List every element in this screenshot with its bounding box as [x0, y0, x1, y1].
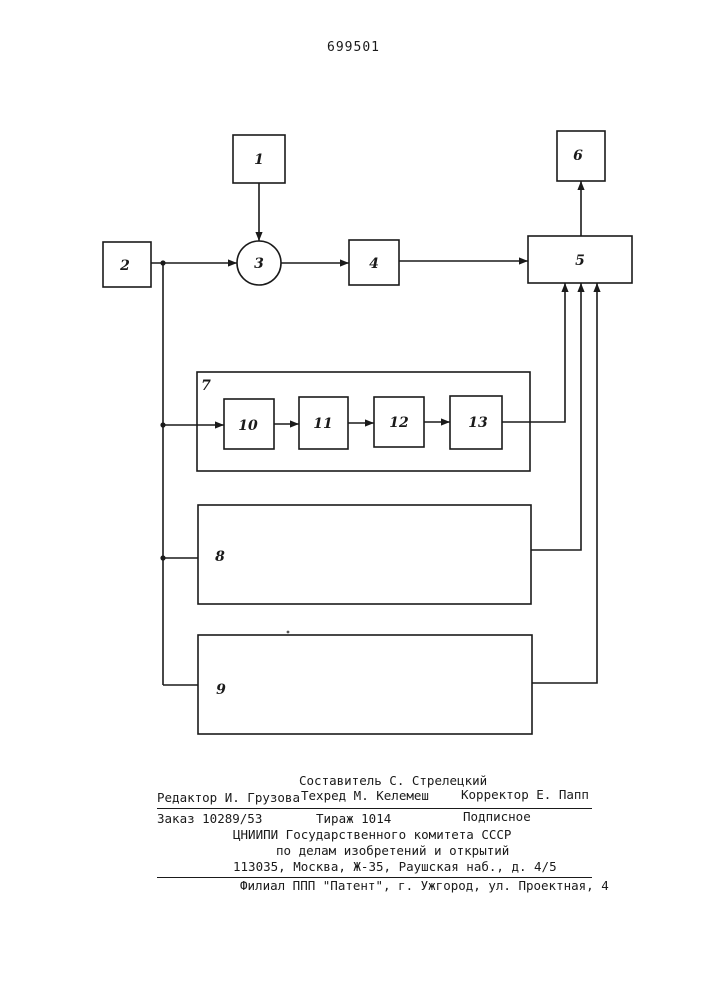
- block-9-label: 9: [216, 682, 226, 698]
- address-line: 113035, Москва, Ж-35, Раушская наб., д. …: [233, 859, 557, 874]
- block-11-label: 11: [313, 416, 332, 432]
- corrector-line: Корректор Е. Папп: [461, 787, 589, 802]
- junction-dot-top: [160, 260, 165, 265]
- compiler-line: Составитель С. Стрелецкий: [299, 773, 487, 788]
- block-8-label: 8: [215, 549, 225, 565]
- circulation-line: Тираж 1014: [316, 811, 391, 826]
- organization-line-2: по делам изобретений и открытий: [276, 843, 509, 858]
- block-9-box: [198, 635, 532, 734]
- editor-line: Редактор И. Грузова: [157, 790, 300, 805]
- arrow-8-to-5: [531, 283, 581, 550]
- organization-line-1: ЦНИИПИ Государственного комитета СССР: [233, 827, 511, 842]
- block-2-label: 2: [119, 258, 130, 274]
- block-5-label: 5: [575, 253, 585, 269]
- block-10-label: 10: [238, 418, 258, 434]
- techred-line: Техред М. Келемеш: [301, 788, 429, 803]
- block-1-label: 1: [254, 152, 264, 168]
- block-3-label: 3: [254, 256, 264, 272]
- block-7-label: 7: [201, 378, 211, 394]
- block-4-label: 4: [369, 256, 379, 272]
- block-12-label: 12: [389, 415, 409, 431]
- subscription-line: Подписное: [463, 809, 531, 824]
- block-13-label: 13: [468, 415, 488, 431]
- block-8-box: [198, 505, 531, 604]
- block-6-label: 6: [573, 148, 583, 164]
- branch-line: Филиал ППП "Патент", г. Ужгород, ул. Про…: [240, 878, 609, 893]
- order-line: Заказ 10289/53: [157, 811, 262, 826]
- print-speck: [287, 631, 290, 634]
- block-diagram: 1 2 3 4 5 6 7 8 9 10 11 12 13: [0, 0, 707, 760]
